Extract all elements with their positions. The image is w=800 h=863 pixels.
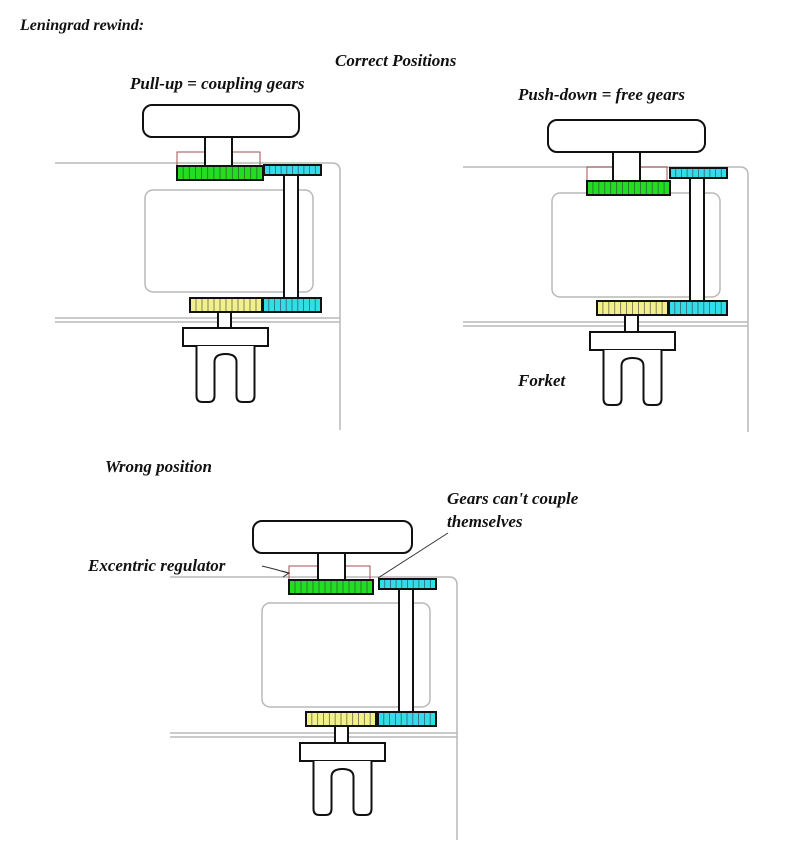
cyan-bottom-gear (262, 297, 322, 313)
rewind-fork (195, 346, 256, 403)
gears-cant-couple-label-line1: Gears can't couple (447, 489, 579, 508)
fork-shaft (217, 311, 232, 329)
correct-positions-heading: Correct Positions (335, 51, 457, 70)
arrowhead-icon (281, 570, 291, 578)
cyan-bottom-gear (668, 300, 728, 316)
green-gear (586, 180, 671, 196)
frame-outline (170, 576, 458, 840)
green-gear (288, 579, 374, 595)
cyan-top-gear (263, 164, 322, 176)
gears-cant-couple-label-line2: themselves (447, 512, 523, 531)
fork-shaft (334, 725, 349, 744)
yellow-gear (305, 711, 377, 727)
diagram-title: Leningrad rewind: (20, 17, 145, 34)
cyan-bottom-gear (377, 711, 437, 727)
knob-shaft (612, 151, 641, 182)
yellow-gear (189, 297, 263, 313)
transfer-shaft (283, 174, 299, 299)
fork-shaft (624, 314, 639, 333)
push-down-assembly (463, 119, 749, 432)
frame-outline (55, 162, 341, 430)
pull-up-label: Pull-up = coupling gears (130, 74, 305, 93)
excentric-regulator-label: Excentric regulator (88, 556, 226, 575)
film-chamber (144, 189, 314, 293)
fork-plate (589, 331, 676, 351)
gears-leader-line (377, 532, 449, 579)
green-gear (176, 165, 264, 181)
wrong-position-heading: Wrong position (105, 457, 212, 476)
rewind-knob (142, 104, 300, 138)
frame-outline (463, 166, 749, 432)
cyan-top-gear (669, 167, 728, 179)
knob-shaft (204, 136, 233, 167)
film-chamber (261, 602, 431, 708)
fork-plate (182, 327, 269, 347)
transfer-shaft (398, 588, 414, 713)
pull-up-assembly (55, 104, 341, 430)
knob-shaft (317, 552, 346, 581)
forket-label: Forket (518, 371, 566, 390)
fork-plate (299, 742, 386, 762)
rewind-fork (312, 761, 373, 816)
cyan-top-gear (378, 578, 437, 590)
rewind-knob (547, 119, 706, 153)
transfer-shaft (689, 177, 705, 302)
rewind-fork (602, 350, 663, 406)
rewind-knob (252, 520, 413, 554)
yellow-gear (596, 300, 669, 316)
push-down-label: Push-down = free gears (518, 85, 685, 104)
wrong-position-assembly (170, 520, 458, 840)
